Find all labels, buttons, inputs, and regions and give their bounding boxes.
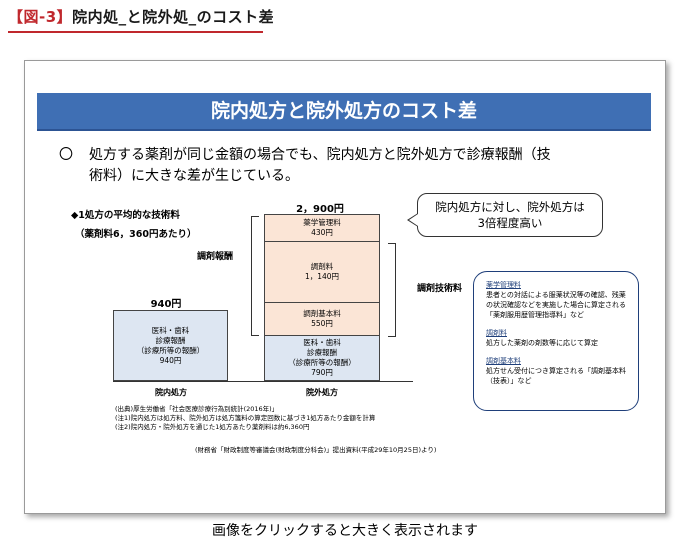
info-body-basic: 処方せん受付につき算定される「調剤基本料（技表）」など xyxy=(486,367,626,385)
source-note: (財務省「財政制度等審議会(財政制度分科会)」提出資料(平成29年10月25日)… xyxy=(195,446,437,454)
baseline-axis xyxy=(113,381,413,382)
box-line: 790円 xyxy=(311,368,333,377)
figure-number: 【図-3】 xyxy=(8,8,73,26)
box-line: 診療報酬 xyxy=(155,335,186,345)
box-line: 診療報酬 xyxy=(307,348,337,357)
enlarge-caption: 画像をクリックすると大きく表示されます xyxy=(212,523,478,539)
callout-line-2: 3倍程度高い xyxy=(477,216,543,230)
subhead-technical-fee: ◆1処方の平均的な技術料 xyxy=(71,210,180,221)
note-1: (注1)院内処方は処方料、院外処方は処方箋料の算定回数に基づき1処方あたり金額を… xyxy=(115,414,376,422)
box-line: 940円 xyxy=(159,355,182,365)
box-line: 医科・歯科 xyxy=(151,325,190,335)
intro-line-2: 術料）に大きな差が生じている。 xyxy=(89,168,299,184)
box-line: 薬学管理料 xyxy=(303,218,341,227)
x-label-outside: 院外処方 xyxy=(306,388,338,397)
callout-line-1: 院内処方に対し、院外処方は xyxy=(435,200,585,214)
slide-banner: 院内処方と院外処方のコスト差 xyxy=(37,93,651,131)
box-line: 医科・歯科 xyxy=(303,338,341,347)
box-line: 430円 xyxy=(311,228,333,237)
callout-bubble: 院内処方に対し、院外処方は 3倍程度高い xyxy=(417,193,603,237)
bullet-mark: 〇 xyxy=(59,147,73,163)
left-total-label: 940円 xyxy=(150,299,182,310)
box-line: （診療所等の報酬） xyxy=(136,345,205,355)
box-line: 1，140円 xyxy=(304,272,340,281)
pharmacy-management-fee-box: 薬学管理料 430円 xyxy=(264,214,380,242)
basic-dispensing-fee-box: 調剤基本料 550円 xyxy=(264,302,380,336)
dispensing-reward-bracket xyxy=(251,216,259,336)
info-body-dispensing: 処方した薬剤の剤数等に応じて算定 xyxy=(486,339,598,347)
title-underline xyxy=(8,31,263,33)
right-medical-fee-box: 医科・歯科 診療報酬 （診療所等の報酬） 790円 xyxy=(264,335,380,381)
figure-title: 【図-3】院内処_と院外処_のコスト差 xyxy=(8,6,274,27)
fee-explanation-box: 薬学管理料 患者との対話による服薬状況等の確認、残薬の状況確認などを実施した場合… xyxy=(473,271,639,411)
subhead-drug-fee: （薬剤料6，360円あたり） xyxy=(75,229,197,240)
box-line: （診療所等の報酬） xyxy=(288,358,356,367)
dispensing-fee-box: 調剤料 1，140円 xyxy=(264,241,380,303)
dispensing-reward-label: 調剤報酬 xyxy=(197,252,234,262)
box-line: 550円 xyxy=(311,319,333,328)
info-title-basic: 調剤基本料 xyxy=(486,357,521,365)
intro-line-1: 処方する薬剤が同じ金額の場合でも、院内処方と院外処方で診療報酬（技 xyxy=(89,147,551,163)
note-2: (注2)院内処方・院外処方を通じた1処方あたり薬剤料は約6,360円 xyxy=(115,423,310,431)
box-line: 調剤基本料 xyxy=(303,309,341,318)
info-title-mgmt: 薬学管理料 xyxy=(486,281,521,289)
info-body-mgmt: 患者との対話による服薬状況等の確認、残薬の状況確認などを実施した場合に算定される… xyxy=(486,291,626,319)
right-total-label: 2，900円 xyxy=(296,204,344,215)
figure-title-text: 院内処_と院外処_のコスト差 xyxy=(72,8,275,26)
x-label-in-house: 院内処方 xyxy=(155,388,187,397)
info-title-dispensing: 調剤料 xyxy=(486,329,507,337)
note-source: (出典)厚生労働省「社会医療診療行為別統計(2016年)」 xyxy=(115,405,279,413)
dispensing-technical-bracket xyxy=(388,243,396,337)
slide-image[interactable]: 院内処方と院外処方のコスト差 〇処方する薬剤が同じ金額の場合でも、院内処方と院外… xyxy=(24,60,666,514)
box-line: 調剤料 xyxy=(310,262,334,271)
left-medical-fee-box: 医科・歯科 診療報酬 （診療所等の報酬） 940円 xyxy=(113,310,228,381)
callout-tail-fill xyxy=(409,214,418,226)
intro-text: 〇処方する薬剤が同じ金額の場合でも、院内処方と院外処方で診療報酬（技 術料）に大… xyxy=(59,145,619,187)
dispensing-technical-label: 調剤技術料 xyxy=(417,284,463,294)
